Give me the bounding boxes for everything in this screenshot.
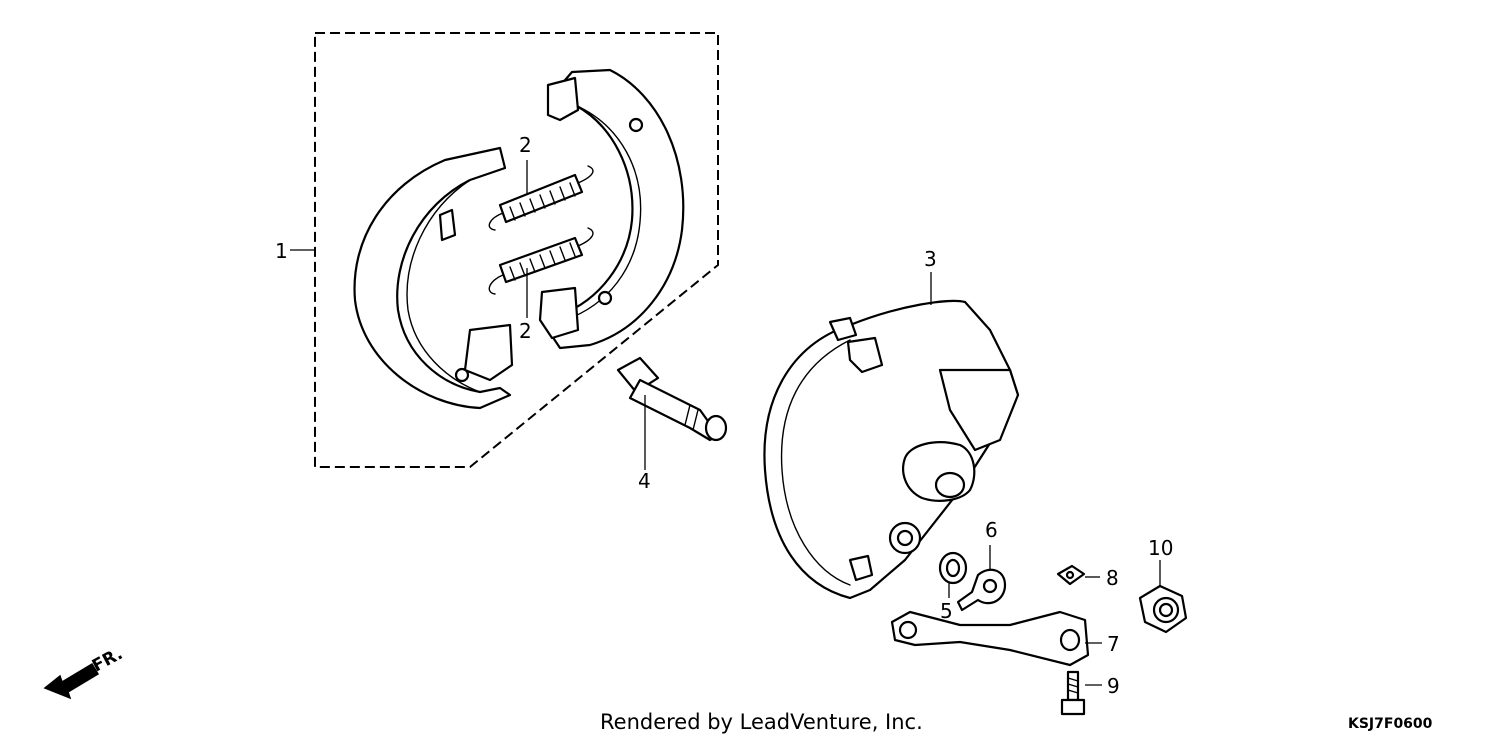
diagram-code: KSJ7F0600 <box>1348 716 1433 732</box>
callout-9: 9 <box>1107 674 1120 698</box>
callout-8: 8 <box>1106 566 1119 590</box>
leader-lines <box>290 160 1161 686</box>
nut-10[interactable] <box>1138 584 1188 634</box>
brake-shoe-right[interactable] <box>538 68 685 350</box>
bolt-9[interactable] <box>1060 670 1086 716</box>
callout-10: 10 <box>1148 536 1173 560</box>
brake-cam-shaft[interactable] <box>616 356 728 442</box>
callout-4: 4 <box>638 469 651 493</box>
washer-8[interactable] <box>1056 564 1086 586</box>
brake-spring-upper[interactable] <box>488 165 594 231</box>
callout-2-lower: 2 <box>519 319 532 343</box>
callout-7: 7 <box>1107 632 1120 656</box>
callout-2-upper: 2 <box>519 133 532 157</box>
shoe-set-group-box <box>314 32 719 468</box>
washer-5[interactable] <box>938 551 968 585</box>
brake-panel[interactable] <box>763 299 1020 600</box>
callout-6: 6 <box>985 518 998 542</box>
wear-indicator-plate-6[interactable] <box>956 568 1007 612</box>
brake-spring-lower[interactable] <box>488 227 594 295</box>
callout-5: 5 <box>940 599 953 623</box>
brake-arm-7[interactable] <box>890 610 1090 667</box>
credit-text: Rendered by LeadVenture, Inc. <box>600 710 923 734</box>
front-direction-arrow-icon <box>43 662 100 700</box>
callout-1: 1 <box>275 239 288 263</box>
callout-3: 3 <box>924 247 937 271</box>
brake-shoe-left[interactable] <box>353 146 514 410</box>
